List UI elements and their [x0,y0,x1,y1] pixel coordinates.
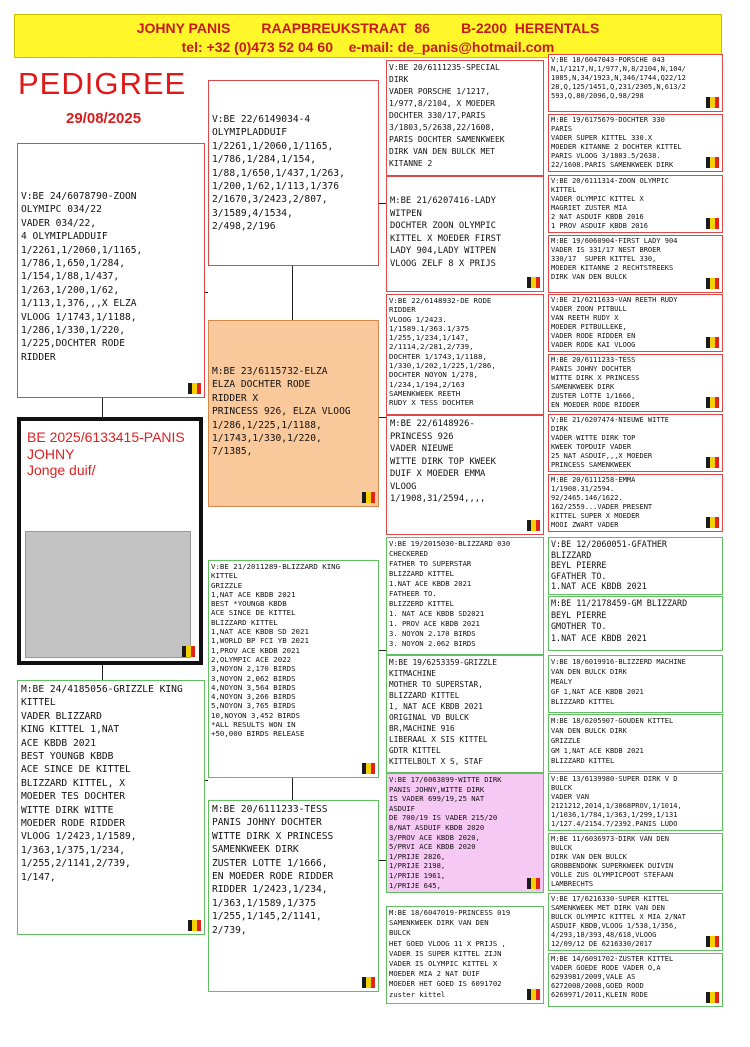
fm-mother-text: M:BE 22/6148926- PRINCESS 926 VADER NIEU… [390,419,496,504]
g4-text-9: V:BE 12/2060051-GFATHER BLIZZARD BEYL PI… [551,539,667,592]
g4-card-8[interactable]: M:BE 20/6111258-EMMA 1/1908.31/2594. 92/… [548,474,723,532]
ff-father-card[interactable]: V:BE 20/6111235-SPECIAL DIRK VADER PORSC… [386,60,544,176]
g4-card-15[interactable]: V:BE 17/6216330-SUPER KITTEL SAMENKWEEK … [548,893,723,951]
connector-line [102,665,103,680]
g4-text-7: V:BE 21/6207474-NIEUWE WITTE DIRK VADER … [551,416,670,469]
fm-mother-card[interactable]: M:BE 22/6148926- PRINCESS 926 VADER NIEU… [386,415,544,535]
connector-line [378,650,386,651]
dam-mother-card[interactable]: M:BE 20/6111233-TESS PANIS JOHNY DOCHTER… [208,800,379,992]
connector-line [102,398,103,417]
g4-card-16[interactable]: M:BE 14/6091702-ZUSTER KITTEL VADER GOED… [548,953,723,1007]
belgian-flag-icon [706,157,719,168]
g4-card-2[interactable]: M:BE 19/6175679-DOCHTER 330 PARIS VADER … [548,114,723,172]
belgian-flag-icon [706,337,719,348]
fm-father-text: V:BE 22/6148932-DE RODE RIDDER VLOOG 1/2… [389,296,496,408]
g4-text-5: V:BE 21/6211633-VAN REETH RUDY VADER ZOO… [551,296,678,349]
father-text: V:BE 24/6078790-ZOON OLYMIPC 034/22 VADE… [21,191,143,363]
breeder-contact: tel: +32 (0)473 52 04 60 e-mail: de_pani… [181,39,555,55]
connector-line [204,292,208,293]
connector-line [378,417,386,418]
g4-card-5[interactable]: V:BE 21/6211633-VAN REETH RUDY VADER ZOO… [548,294,723,352]
mm-father-card[interactable]: V:BE 17/6063899-WITTE DIRK PANIS JOHNY,W… [386,773,544,893]
mother-card[interactable]: M:BE 24/4185056-GRIZZLE KING KITTEL VADE… [17,680,205,935]
g4-text-6: M:BE 20/6111233-TESS PANIS JOHNY DOCHTER… [551,356,640,409]
g4-text-15: V:BE 17/6216330-SUPER KITTEL SAMENKWEEK … [551,895,686,948]
ff-mother-card[interactable]: M:BE 21/6207416-LADY WITPEN DOCHTER ZOON… [386,176,544,292]
belgian-flag-icon [188,383,201,394]
belgian-flag-icon [706,936,719,947]
dam-mother-text: M:BE 20/6111233-TESS PANIS JOHNY DOCHTER… [212,804,334,936]
sire-father-text: V:BE 22/6149034-4 OLYMIPLADDUIF 1/2261,1… [212,114,345,233]
page-title: PEDIGREE [18,66,187,101]
belgian-flag-icon [706,218,719,229]
mf-father-text: V:BE 19/2015030-BLIZZARD 030 CHECKERED F… [389,539,511,648]
pigeon-ring-text: BE 2025/6133415-PANIS JOHNY Jonge duif/ [27,429,185,478]
g4-text-11: V:BE 18/6019916-BLIZZERD MACHINE VAN DEN… [551,658,686,706]
belgian-flag-icon [706,278,719,289]
g4-text-2: M:BE 19/6175679-DOCHTER 330 PARIS VADER … [551,116,682,169]
g4-card-11[interactable]: V:BE 18/6019916-BLIZZERD MACHINE VAN DEN… [548,655,723,713]
connector-line [378,860,386,861]
dam-father-text: V:BE 21/2011289-BLIZZARD KING KITTEL GRI… [211,562,341,739]
g4-card-1[interactable]: V:BE 18/6047043-PORSCHE 043 N,1/1217,N,1… [548,54,723,112]
mm-mother-text: M:BE 18/6047019-PRINCESS 019 SAMENKWEEK … [389,908,511,999]
belgian-flag-icon [188,920,201,931]
g4-card-12[interactable]: M:BE 18/6205907-GOUDEN KITTEL VAN DEN BU… [548,714,723,772]
g4-card-14[interactable]: M:BE 11/6036973-DIRK VAN DEN BULCK DIRK … [548,833,723,891]
g4-text-3: V:BE 20/6111314-ZOON OLYMPIC KITTEL VADE… [551,177,670,230]
g4-card-10[interactable]: M:BE 11/2178459-GM BLIZZARD BEYL PIERRE … [548,596,723,651]
belgian-flag-icon [362,977,375,988]
breeder-header: JOHNY PANIS RAAPBREUKSTRAAT 86 B-2200 HE… [14,14,722,58]
belgian-flag-icon [362,492,375,503]
fm-father-card[interactable]: V:BE 22/6148932-DE RODE RIDDER VLOOG 1/2… [386,294,544,415]
belgian-flag-icon [182,646,195,657]
ff-mother-text: M:BE 21/6207416-LADY WITPEN DOCHTER ZOON… [390,196,502,269]
g4-text-12: M:BE 18/6205907-GOUDEN KITTEL VAN DEN BU… [551,717,674,765]
g4-text-14: M:BE 11/6036973-DIRK VAN DEN BULCK DIRK … [551,835,674,888]
sire-mother-text: M:BE 23/6115732-ELZA ELZA DOCHTER RODE R… [212,366,351,458]
belgian-flag-icon [527,277,540,288]
breeder-name-address: JOHNY PANIS RAAPBREUKSTRAAT 86 B-2200 HE… [136,20,600,36]
mm-father-text: V:BE 17/6063899-WITTE DIRK PANIS JOHNY,W… [389,775,502,890]
mother-text: M:BE 24/4185056-GRIZZLE KING KITTEL VADE… [21,684,183,883]
mf-father-card[interactable]: V:BE 19/2015030-BLIZZARD 030 CHECKERED F… [386,537,544,655]
belgian-flag-icon [706,992,719,1003]
connector-line [204,780,208,781]
belgian-flag-icon [706,517,719,528]
mf-mother-text: M:BE 19/6253359-GRIZZLE KITMACHINE MOTHE… [389,658,497,766]
belgian-flag-icon [706,397,719,408]
belgian-flag-icon [527,520,540,531]
sire-mother-card[interactable]: M:BE 23/6115732-ELZA ELZA DOCHTER RODE R… [208,320,379,507]
g4-card-13[interactable]: V:BE 13/6139980-SUPER DIRK V D BULCK VAD… [548,773,723,831]
g4-text-1: V:BE 18/6047043-PORSCHE 043 N,1/1217,N,1… [551,56,686,100]
father-card[interactable]: V:BE 24/6078790-ZOON OLYMIPC 034/22 VADE… [17,143,205,398]
g4-text-4: M:BE 19/6060904-FIRST LADY 904 VADER IS … [551,237,678,281]
g4-text-8: M:BE 20/6111258-EMMA 1/1908.31/2594. 92/… [551,476,653,529]
g4-card-3[interactable]: V:BE 20/6111314-ZOON OLYMPIC KITTEL VADE… [548,175,723,233]
g4-card-9[interactable]: V:BE 12/2060051-GFATHER BLIZZARD BEYL PI… [548,537,723,595]
connector-line [378,203,386,204]
ff-father-text: V:BE 20/6111235-SPECIAL DIRK VADER PORSC… [389,63,505,168]
mf-mother-card[interactable]: M:BE 19/6253359-GRIZZLE KITMACHINE MOTHE… [386,655,544,773]
g4-card-7[interactable]: V:BE 21/6207474-NIEUWE WITTE DIRK VADER … [548,414,723,472]
pigeon-photo [25,531,191,658]
pigeon-card[interactable]: BE 2025/6133415-PANIS JOHNY Jonge duif/ [17,417,203,665]
belgian-flag-icon [527,989,540,1000]
connector-line [292,266,293,320]
sire-father-card[interactable]: V:BE 22/6149034-4 OLYMIPLADDUIF 1/2261,1… [208,80,379,266]
belgian-flag-icon [706,97,719,108]
g4-card-6[interactable]: M:BE 20/6111233-TESS PANIS JOHNY DOCHTER… [548,354,723,412]
belgian-flag-icon [362,763,375,774]
belgian-flag-icon [527,878,540,889]
belgian-flag-icon [706,457,719,468]
g4-card-4[interactable]: M:BE 19/6060904-FIRST LADY 904 VADER IS … [548,235,723,293]
g4-text-13: V:BE 13/6139980-SUPER DIRK V D BULCK VAD… [551,775,682,828]
pedigree-date: 29/08/2025 [66,110,142,127]
connector-line [292,778,293,800]
mm-mother-card[interactable]: M:BE 18/6047019-PRINCESS 019 SAMENKWEEK … [386,906,544,1004]
g4-text-16: M:BE 14/6091702-ZUSTER KITTEL VADER GOED… [551,955,674,999]
g4-text-10: M:BE 11/2178459-GM BLIZZARD BEYL PIERRE … [551,598,688,643]
dam-father-card[interactable]: V:BE 21/2011289-BLIZZARD KING KITTEL GRI… [208,560,379,778]
